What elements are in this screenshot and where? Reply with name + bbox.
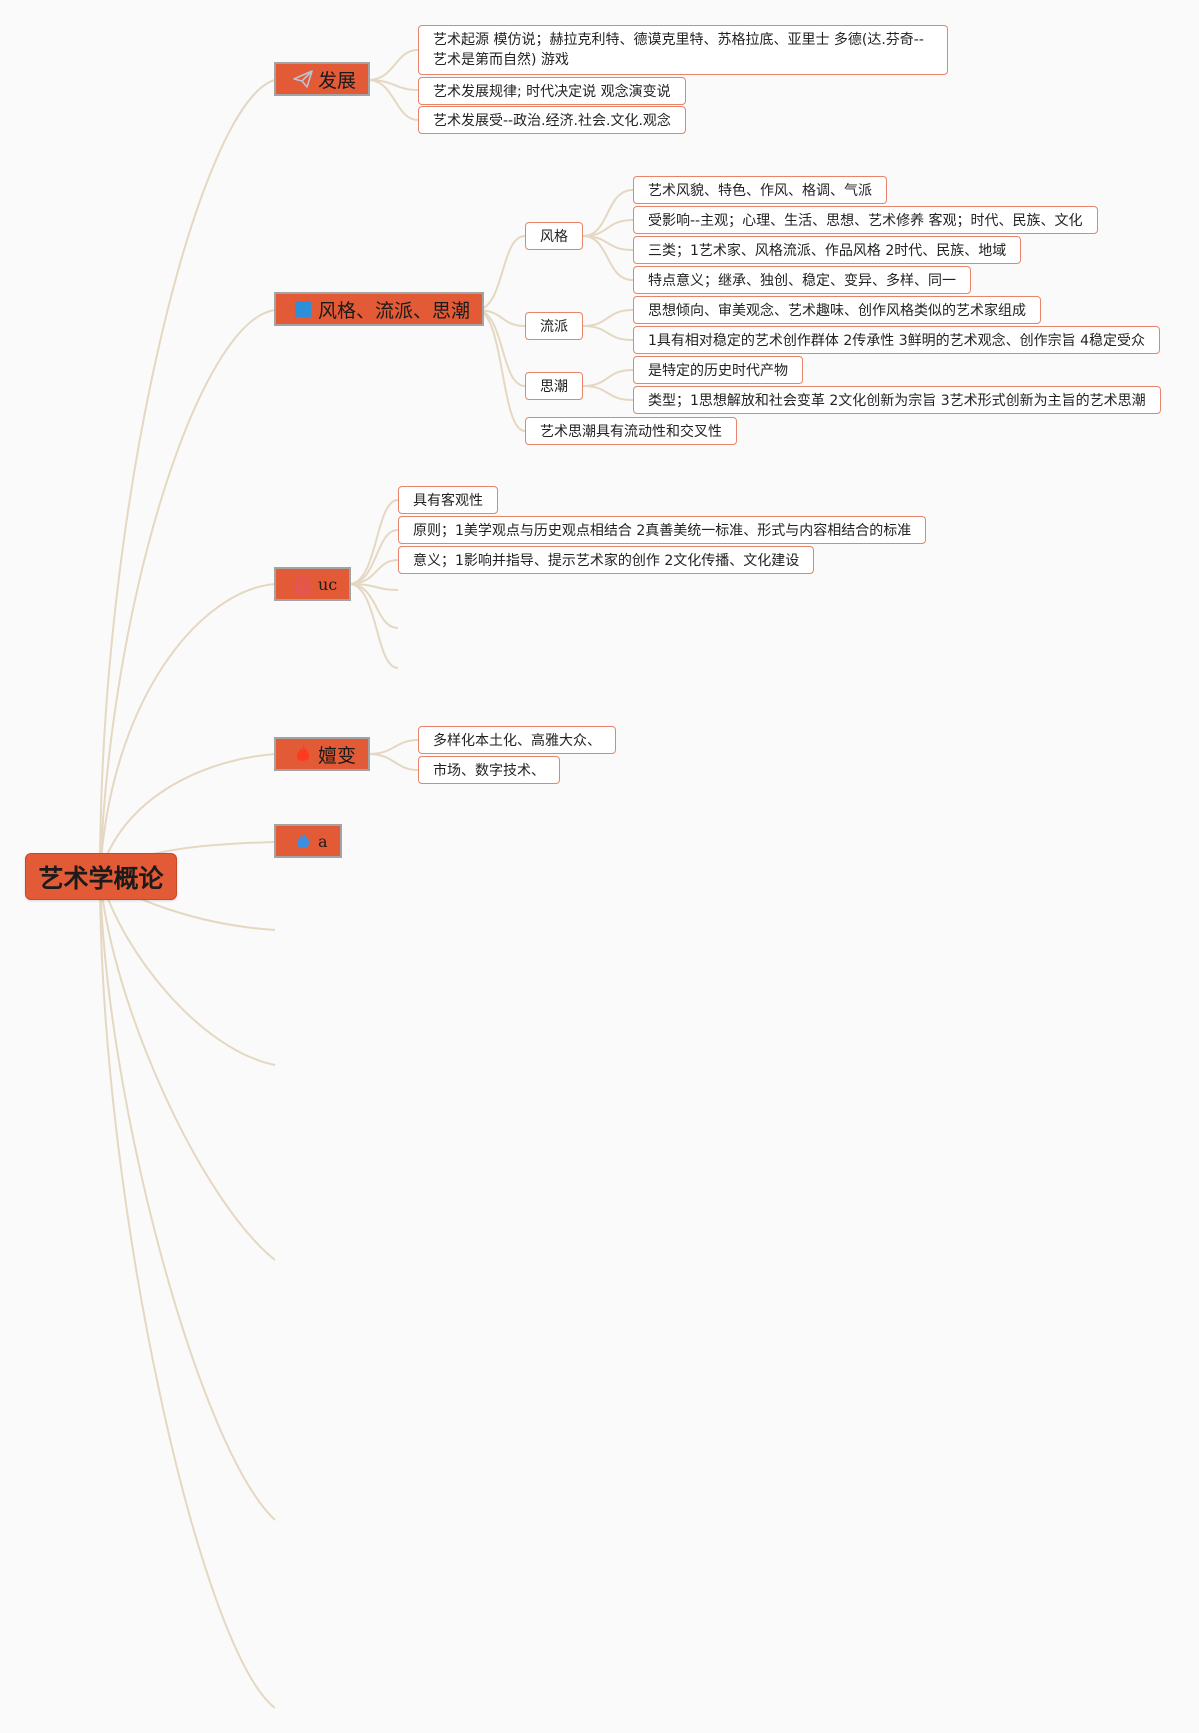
blue-flame-icon	[292, 830, 314, 852]
topic-a-label: a	[318, 831, 328, 851]
sichao-item-1-text: 是特定的历史时代产物	[648, 363, 788, 379]
subtopic-fengge[interactable]: 风格	[525, 222, 583, 250]
uc-item-1[interactable]: 具有客观性	[398, 486, 498, 514]
topic-uc-label: uc	[318, 574, 338, 594]
topic-fengge-label: 风格、流派、思潮	[318, 299, 471, 322]
fazhan-item-influence-text: 艺术发展受--政治.经济.社会.文化.观念	[433, 113, 671, 129]
subtopic-sichao-label: 思潮	[540, 379, 568, 395]
uc-item-1-text: 具有客观性	[413, 493, 483, 509]
house-icon	[292, 573, 314, 595]
fazhan-item-law-text: 艺术发展规律; 时代决定说 观念演变说	[433, 84, 671, 100]
liupai-item-2-text: 1具有相对稳定的艺术创作群体 2传承性 3鲜明的艺术观念、创作宗旨 4稳定受众	[648, 333, 1145, 349]
subtopic-sichao[interactable]: 思潮	[525, 372, 583, 400]
topic-fengge-liupai-sichao[interactable]: 风格、流派、思潮	[274, 292, 485, 326]
shanbian-item-1[interactable]: 多样化本土化、高雅大众、	[418, 726, 616, 754]
fazhan-item-origin[interactable]: 艺术起源 模仿说；赫拉克利特、德谟克里特、苏格拉底、亚里士 多德(达.芬奇--艺…	[418, 25, 948, 75]
subtopic-liupai-label: 流派	[540, 319, 568, 335]
fengge-item-4[interactable]: 特点意义；继承、独创、稳定、变异、多样、同一	[633, 266, 971, 294]
fengge-item-2-text: 受影响--主观；心理、生活、思想、艺术修养 客观；时代、民族、文化	[648, 213, 1083, 229]
uc-item-2[interactable]: 原则；1美学观点与历史观点相结合 2真善美统一标准、形式与内容相结合的标准	[398, 516, 927, 544]
shanbian-item-1-text: 多样化本土化、高雅大众、	[433, 733, 601, 749]
shanbian-item-2[interactable]: 市场、数字技术、	[418, 756, 560, 784]
liupai-item-1-text: 思想倾向、审美观念、艺术趣味、创作风格类似的艺术家组成	[648, 303, 1026, 319]
fazhan-item-origin-text: 艺术起源 模仿说；赫拉克利特、德谟克里特、苏格拉底、亚里士 多德(达.芬奇--艺…	[433, 32, 924, 68]
blue-square-icon	[292, 298, 314, 320]
fengge-item-1-text: 艺术风貌、特色、作风、格调、气派	[648, 183, 872, 199]
fengge-extra-item[interactable]: 艺术思潮具有流动性和交叉性	[525, 417, 737, 445]
topic-a[interactable]: a	[274, 824, 342, 858]
liupai-item-1[interactable]: 思想倾向、审美观念、艺术趣味、创作风格类似的艺术家组成	[633, 296, 1041, 324]
uc-item-2-text: 原则；1美学观点与历史观点相结合 2真善美统一标准、形式与内容相结合的标准	[413, 523, 912, 539]
uc-item-3-text: 意义；1影响并指导、提示艺术家的创作 2文化传播、文化建设	[413, 553, 800, 569]
fengge-item-4-text: 特点意义；继承、独创、稳定、变异、多样、同一	[648, 273, 956, 289]
topic-uc[interactable]: uc	[274, 567, 352, 601]
fengge-item-3-text: 三类；1艺术家、风格流派、作品风格 2时代、民族、地域	[648, 243, 1007, 259]
fengge-item-3[interactable]: 三类；1艺术家、风格流派、作品风格 2时代、民族、地域	[633, 236, 1022, 264]
sichao-item-1[interactable]: 是特定的历史时代产物	[633, 356, 803, 384]
flame-icon	[292, 743, 314, 765]
topic-shanbian-label: 嬗变	[318, 744, 357, 767]
root-topic-label: 艺术学概论	[38, 863, 164, 893]
shanbian-item-2-text: 市场、数字技术、	[433, 763, 545, 779]
liupai-item-2[interactable]: 1具有相对稳定的艺术创作群体 2传承性 3鲜明的艺术观念、创作宗旨 4稳定受众	[633, 326, 1160, 354]
fazhan-item-influence[interactable]: 艺术发展受--政治.经济.社会.文化.观念	[418, 106, 686, 134]
fengge-extra-text: 艺术思潮具有流动性和交叉性	[540, 424, 722, 440]
subtopic-liupai[interactable]: 流派	[525, 312, 583, 340]
uc-item-3[interactable]: 意义；1影响并指导、提示艺术家的创作 2文化传播、文化建设	[398, 546, 815, 574]
paper-plane-icon	[292, 68, 314, 90]
fengge-item-2[interactable]: 受影响--主观；心理、生活、思想、艺术修养 客观；时代、民族、文化	[633, 206, 1098, 234]
topic-shanbian[interactable]: 嬗变	[274, 737, 371, 771]
fazhan-item-law[interactable]: 艺术发展规律; 时代决定说 观念演变说	[418, 77, 686, 105]
subtopic-fengge-label: 风格	[540, 229, 568, 245]
topic-fazhan-label: 发展	[318, 69, 357, 92]
fengge-item-1[interactable]: 艺术风貌、特色、作风、格调、气派	[633, 176, 887, 204]
root-topic[interactable]: 艺术学概论	[25, 853, 177, 900]
topic-fazhan[interactable]: 发展	[274, 62, 371, 96]
sichao-item-2-text: 类型；1思想解放和社会变革 2文化创新为宗旨 3艺术形式创新为主旨的艺术思潮	[648, 393, 1146, 409]
sichao-item-2[interactable]: 类型；1思想解放和社会变革 2文化创新为宗旨 3艺术形式创新为主旨的艺术思潮	[633, 386, 1161, 414]
